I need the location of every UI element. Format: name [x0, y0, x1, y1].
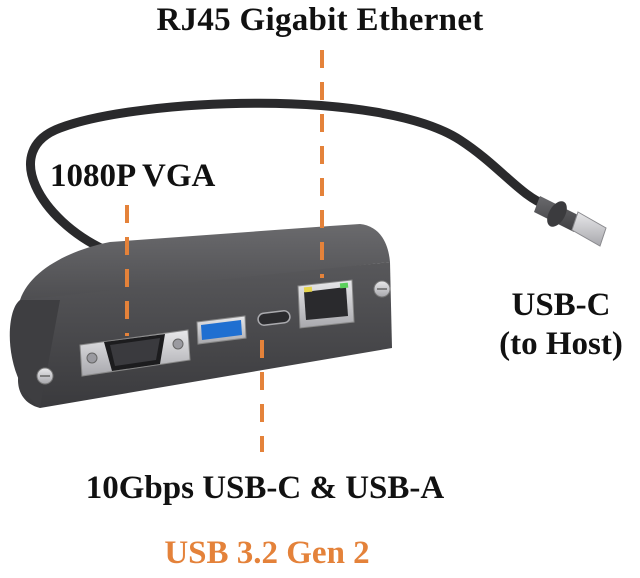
- right-screw: [373, 280, 391, 298]
- usb-c-host-line2: (to Host): [499, 325, 623, 362]
- left-screw: [36, 367, 54, 385]
- usb-c-host-label: USB-C (to Host): [476, 286, 640, 364]
- hub-top-surface: [20, 224, 390, 300]
- ethernet-label: RJ45 Gigabit Ethernet: [156, 2, 484, 38]
- usb-ports-label: 10Gbps USB-C & USB-A: [85, 470, 445, 506]
- usb-a-port: [196, 315, 247, 345]
- vga-label: 1080P VGA: [50, 158, 216, 194]
- rj45-port: [297, 279, 355, 329]
- usb-c-host-line1: USB-C: [511, 287, 611, 323]
- usb-c-port: [257, 310, 291, 326]
- usb-gen-label: USB 3.2 Gen 2: [164, 535, 370, 571]
- usb-c-cable: [26, 98, 553, 255]
- vga-port: [79, 329, 191, 377]
- usb-c-plug: [534, 196, 607, 247]
